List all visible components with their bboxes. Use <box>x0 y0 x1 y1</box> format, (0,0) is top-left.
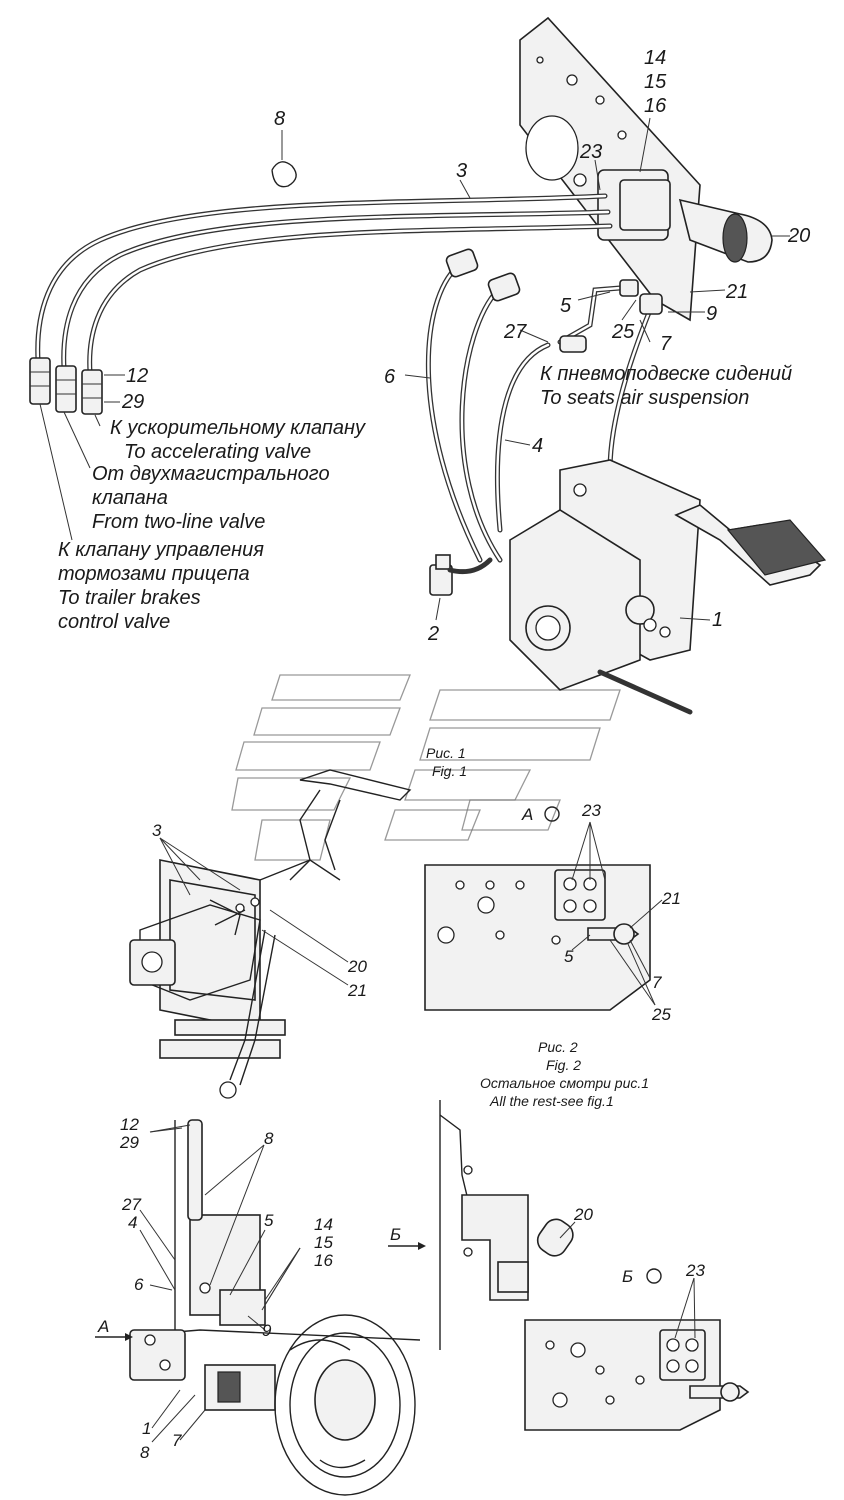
callout-8: 8 <box>274 108 285 130</box>
note-seats-ru: К пневмоподвеске сидений <box>540 363 792 385</box>
note-twoline-en: From two-line valve <box>92 511 265 533</box>
plan-callout-12: 12 <box>120 1115 139 1134</box>
note-trailer-en2: control valve <box>58 611 170 633</box>
callout-12: 12 <box>126 365 148 387</box>
callout-3: 3 <box>456 160 467 182</box>
fig2-caption-ru: Рис. 2 <box>538 1039 578 1055</box>
callout-15: 15 <box>644 71 667 93</box>
note-twoline-ru1: От двухмагистрального <box>92 463 330 485</box>
plan-callout-8b: 8 <box>140 1443 150 1462</box>
mounting-plate <box>519 16 701 322</box>
note-trailer-ru1: К клапану управления <box>58 539 264 561</box>
fig2-callout-5: 5 <box>564 947 574 966</box>
plan-callout-16: 16 <box>314 1251 333 1270</box>
plan-callout-29: 29 <box>119 1133 139 1152</box>
plan-callout-27: 27 <box>121 1195 141 1214</box>
fig2-callout-23: 23 <box>581 801 601 820</box>
plan-callout-14: 14 <box>314 1215 333 1234</box>
fig2-view-label: А <box>521 805 533 824</box>
view-b-label: Б <box>622 1267 633 1286</box>
parking-brake-valve <box>597 169 773 263</box>
callout-29: 29 <box>121 391 144 413</box>
side-view: 3 20 21 <box>129 769 412 1099</box>
view-b-arrow: Б <box>390 1225 401 1244</box>
callout-6: 6 <box>384 366 396 388</box>
callout-14: 14 <box>644 47 666 69</box>
fig2-note-en: All the rest-see fig.1 <box>489 1093 614 1109</box>
plan-callout-8: 8 <box>264 1129 274 1148</box>
note-accel-en: To accelerating valve <box>124 441 311 463</box>
callout-25: 25 <box>611 321 635 343</box>
note-trailer-en1: To trailer brakes <box>58 587 201 609</box>
fig2-note-ru: Остальное смотри рис.1 <box>480 1075 649 1091</box>
fig2-caption-en: Fig. 2 <box>546 1057 581 1073</box>
brake-valve-assembly <box>509 459 827 715</box>
figure-1-isometric: 8 14 15 16 23 3 20 21 5 25 9 27 7 6 4 12… <box>29 16 827 779</box>
clip-8 <box>271 161 297 188</box>
plan-callout-9: 9 <box>262 1321 272 1340</box>
fitting-2 <box>429 554 493 596</box>
callout-21: 21 <box>725 281 748 303</box>
plan-callout-7: 7 <box>172 1431 182 1450</box>
fig2-callout-21: 21 <box>661 889 681 908</box>
view-b-callout-20: 20 <box>573 1205 593 1224</box>
side-callout-21: 21 <box>347 981 367 1000</box>
figure-2-view-a: А 23 21 5 7 25 Рис. 2 Fig. <box>424 801 681 1109</box>
side-callout-3: 3 <box>152 821 162 840</box>
tube-bundle-3 <box>35 193 613 375</box>
callout-16: 16 <box>644 95 667 117</box>
plan-callout-15: 15 <box>314 1233 333 1252</box>
view-b-callout-23: 23 <box>685 1261 705 1280</box>
note-accel-ru: К ускорительному клапану <box>110 417 366 439</box>
callout-9: 9 <box>706 303 717 325</box>
callout-4: 4 <box>532 435 543 457</box>
side-callout-20: 20 <box>347 957 367 976</box>
fig2-callout-25: 25 <box>651 1005 671 1024</box>
note-twoline-ru2: клапана <box>92 487 168 509</box>
callout-2: 2 <box>427 623 439 645</box>
note-trailer-ru2: тормозами прицепа <box>58 563 250 585</box>
fig2-callout-7: 7 <box>652 973 662 992</box>
plan-view: А 12 29 8 27 4 5 14 15 16 6 9 1 8 7 <box>95 1115 421 1496</box>
note-seats-en: To seats air suspension <box>540 387 749 409</box>
plan-callout-1: 1 <box>142 1419 151 1438</box>
view-b: Б 20 Б 23 <box>388 1100 750 1431</box>
plan-callout-5: 5 <box>264 1211 274 1230</box>
watermark-logo <box>231 674 621 861</box>
plan-callout-4: 4 <box>128 1213 137 1232</box>
callout-23: 23 <box>579 141 602 163</box>
callout-5: 5 <box>560 295 572 317</box>
plan-arrow-a: А <box>97 1317 109 1336</box>
callout-1: 1 <box>712 609 723 631</box>
fig1-caption-ru: Рис. 1 <box>426 745 466 761</box>
callout-27: 27 <box>503 321 527 343</box>
callout-20: 20 <box>787 225 810 247</box>
callout-7: 7 <box>660 333 672 355</box>
plan-callout-6: 6 <box>134 1275 144 1294</box>
fig1-caption-en: Fig. 1 <box>432 763 467 779</box>
